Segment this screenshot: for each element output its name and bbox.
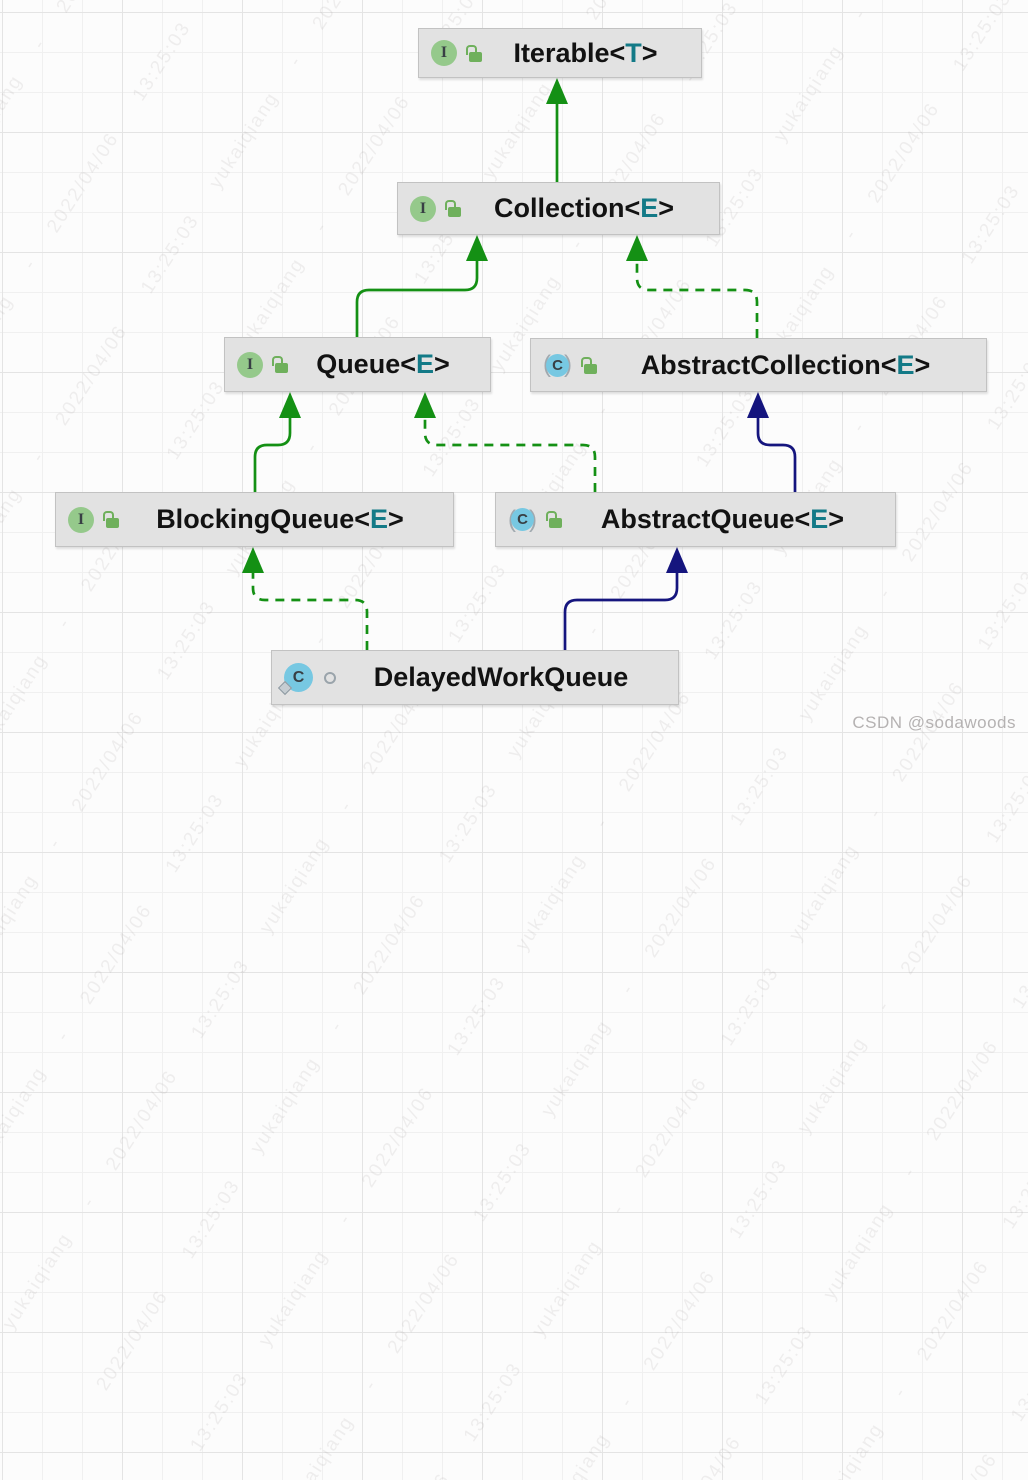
csdn-credit-watermark: CSDN @sodawoods [852,713,1016,732]
arrowhead-extends [279,392,301,418]
arrowhead-implements [242,547,264,573]
public-lock-icon [466,44,482,62]
public-lock-icon [445,200,461,217]
node-icons: (C) [543,353,597,377]
node-icons: I [68,506,119,533]
public-lock-icon [103,511,119,528]
arrowhead-extends [666,547,688,573]
public-lock-icon [581,356,597,374]
edge-abstract-queue-implements-queue[interactable] [423,418,597,492]
node-queue[interactable]: I Queue<E> [224,337,491,392]
edge-abstract-queue-extends-abstract-collection[interactable] [756,418,797,492]
interface-icon: I [410,195,436,222]
interface-icon: I [431,40,457,66]
edge-delayed-work-queue-implements-blocking-queue[interactable] [251,573,369,650]
node-label: AbstractQueue<E> [600,504,845,534]
node-icons: I [237,351,288,378]
interface-icon: I [68,506,94,533]
node-abstract-queue[interactable]: (C) AbstractQueue<E> [495,492,896,547]
node-iterable[interactable]: I Iterable<T> [418,28,702,78]
edge-delayed-work-queue-extends-abstract-queue[interactable] [563,573,679,650]
node-label: Iterable<T> [513,37,658,68]
node-icons: (C) [508,507,562,532]
node-label: Collection<E> [493,193,675,223]
node-abstract-collection[interactable]: (C) AbstractCollection<E> [530,338,987,392]
node-collection[interactable]: I Collection<E> [397,182,720,235]
package-private-icon [324,671,336,684]
public-lock-icon [272,356,288,373]
node-label: Queue<E> [316,349,450,379]
node-label: DelayedWorkQueue [373,662,629,692]
edge-abstract-collection-implements-collection[interactable] [635,261,759,338]
node-label: BlockingQueue<E> [156,504,404,534]
arrowhead-extends [466,235,488,261]
node-delayed-work-queue[interactable]: C DelayedWorkQueue [271,650,679,705]
edges-layer [242,78,797,650]
abstract-class-icon: (C) [543,353,572,377]
node-icons: C [277,663,336,696]
interface-icon: I [237,351,263,378]
static-class-icon: C [277,663,313,696]
node-blocking-queue[interactable]: I BlockingQueue<E> [55,492,454,547]
arrowhead-extends [546,78,568,104]
node-label: AbstractCollection<E> [640,349,931,380]
edge-queue-extends-collection[interactable] [355,261,479,337]
arrowhead-extends [747,392,769,418]
arrowhead-implements [626,235,648,261]
edge-blocking-queue-extends-queue[interactable] [253,418,292,492]
public-lock-icon [546,511,562,528]
arrowhead-implements [414,392,436,418]
node-icons: I [410,195,461,222]
node-icons: I [431,40,482,66]
abstract-class-icon: (C) [508,507,537,532]
